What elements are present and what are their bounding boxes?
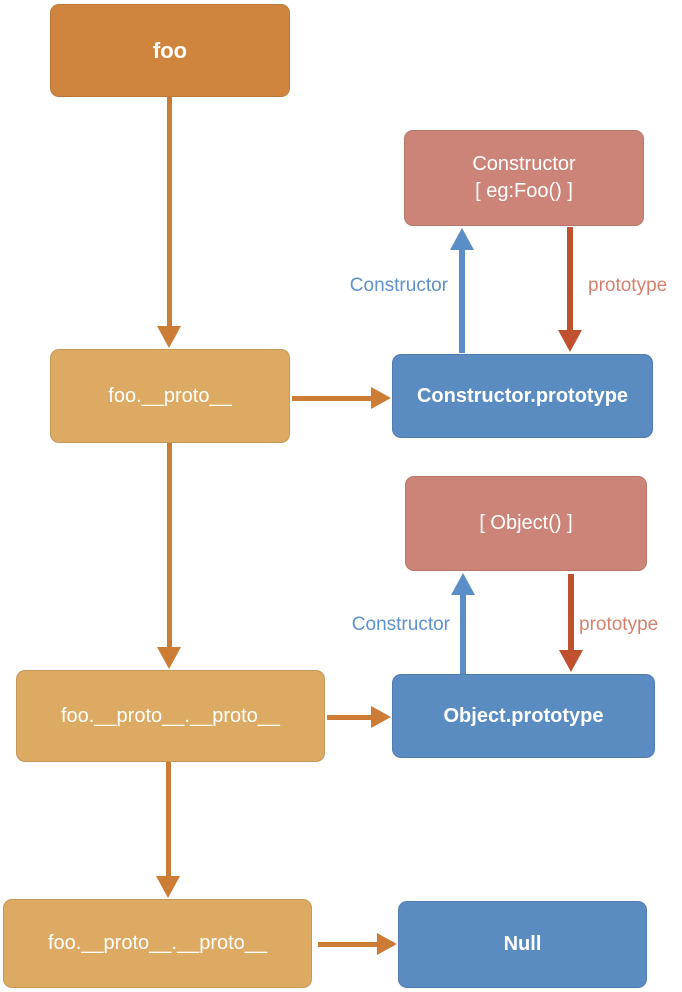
arrow-line bbox=[568, 574, 574, 650]
node-constructor-function-line1: Constructor bbox=[472, 153, 576, 175]
arrowhead-down-icon bbox=[156, 876, 180, 898]
arrow-line bbox=[318, 942, 377, 947]
arrowhead-down-icon bbox=[559, 650, 583, 672]
arrowhead-right-icon bbox=[377, 933, 397, 955]
edge-label-prototype-upper: prototype bbox=[588, 275, 668, 296]
arrowhead-up-icon bbox=[450, 228, 474, 250]
node-constructor-function: Constructor [ eg:Foo() ] bbox=[404, 130, 644, 226]
arrow-line bbox=[567, 227, 573, 330]
arrow-line bbox=[167, 443, 172, 647]
arrowhead-right-icon bbox=[371, 387, 391, 409]
node-null: Null bbox=[398, 901, 647, 988]
arrow-line bbox=[460, 595, 466, 674]
arrowhead-down-icon bbox=[157, 647, 181, 669]
edge-label-constructor-upper: Constructor bbox=[349, 275, 448, 296]
node-object-function: [ Object() ] bbox=[405, 476, 647, 571]
arrowhead-up-icon bbox=[451, 573, 475, 595]
arrow-line bbox=[166, 762, 171, 876]
edge-label-prototype-lower: prototype bbox=[579, 614, 659, 635]
node-object-function-label: [ Object() ] bbox=[479, 512, 573, 534]
node-foo-proto-label: foo.__proto__ bbox=[108, 384, 232, 407]
arrow-line bbox=[459, 250, 465, 353]
node-foo-proto-proto: foo.__proto__.__proto__ bbox=[16, 670, 325, 762]
node-foo-proto-proto-2: foo.__proto__.__proto__ bbox=[3, 899, 312, 988]
node-object-prototype-label: Object.prototype bbox=[443, 704, 604, 727]
arrow-line bbox=[167, 97, 172, 326]
node-constructor-prototype-label: Constructor.prototype bbox=[416, 384, 629, 407]
node-foo: foo bbox=[50, 4, 290, 97]
arrowhead-right-icon bbox=[371, 706, 391, 728]
edge-label-constructor-lower: Constructor bbox=[351, 614, 450, 635]
arrow-line bbox=[327, 715, 371, 720]
node-foo-proto: foo.__proto__ bbox=[50, 349, 290, 443]
node-foo-proto-proto-2-label: foo.__proto__.__proto__ bbox=[47, 932, 268, 954]
node-object-prototype: Object.prototype bbox=[392, 674, 655, 758]
node-foo-proto-proto-label: foo.__proto__.__proto__ bbox=[60, 704, 281, 727]
node-constructor-prototype: Constructor.prototype bbox=[392, 354, 653, 438]
arrowhead-down-icon bbox=[157, 326, 181, 348]
arrowhead-down-icon bbox=[558, 330, 582, 352]
arrow-line bbox=[292, 396, 371, 401]
node-null-label: Null bbox=[503, 933, 542, 955]
node-constructor-function-line2: [ eg:Foo() ] bbox=[475, 180, 573, 202]
node-foo-label: foo bbox=[152, 37, 188, 63]
